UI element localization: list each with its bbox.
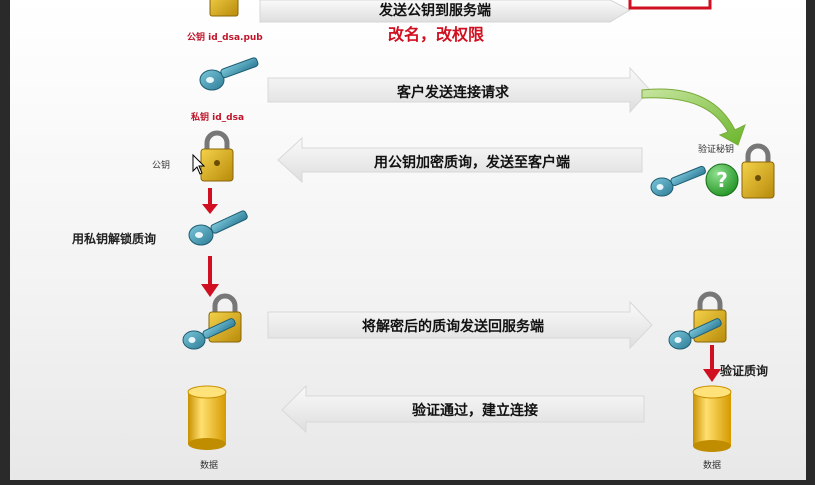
curved-arrow-green: [641, 88, 746, 146]
arrow-text-send-decrypted: 将解密后的质询发送回服务端: [362, 319, 544, 335]
red-arrow-down: [201, 256, 219, 297]
label-public-key-2: 公钥: [152, 161, 171, 171]
arrow-send-decrypted: [267, 300, 653, 350]
key-icon: [188, 210, 248, 246]
label-data-left: 数据: [200, 461, 219, 471]
label-data-right: 数据: [703, 461, 722, 471]
key-icon: [650, 165, 706, 197]
slide: ?: [10, 0, 806, 480]
label-verify-key: 验证秘钥: [698, 145, 735, 155]
arrow-text-send-public-key: 发送公钥到服务端: [379, 3, 491, 19]
red-highlight-box: [628, 0, 712, 10]
red-arrow-down: [202, 188, 218, 214]
label-private-key: 私钥 id_dsa: [191, 113, 245, 123]
arrow-encrypted-challenge: [277, 136, 643, 184]
arrow-text-verified-connect: 验证通过，建立连接: [412, 403, 538, 419]
arrow-send-public-key: [259, 0, 632, 23]
label-verify-challenge: 验证质询: [720, 364, 769, 378]
arrow-text-client-request: 客户发送连接请求: [397, 85, 509, 101]
diagram-canvas: ?: [182, 0, 775, 452]
key-icon: [199, 57, 259, 91]
database-icon: [187, 385, 227, 450]
note-rename-permission: 改名，改权限: [388, 25, 485, 44]
database-icon: [692, 385, 732, 452]
label-public-key: 公钥 id_dsa.pub: [187, 33, 263, 43]
key-icon: [182, 318, 236, 350]
arrow-verified-connect: [281, 384, 645, 434]
red-arrow-down: [703, 345, 721, 382]
svg-text:?: ?: [716, 168, 728, 192]
arrow-client-request: [267, 66, 651, 114]
lock-icon: [741, 143, 775, 199]
question-icon: ?: [705, 163, 739, 197]
cursor-icon: [192, 153, 206, 175]
key-icon: [668, 318, 722, 350]
arrow-text-encrypted-challenge: 用公钥加密质询，发送至客户端: [374, 155, 570, 171]
lock-icon: [209, 0, 239, 17]
label-unlock-with-private-key: 用私钥解锁质询: [72, 232, 157, 246]
lock-icon: [200, 130, 234, 182]
